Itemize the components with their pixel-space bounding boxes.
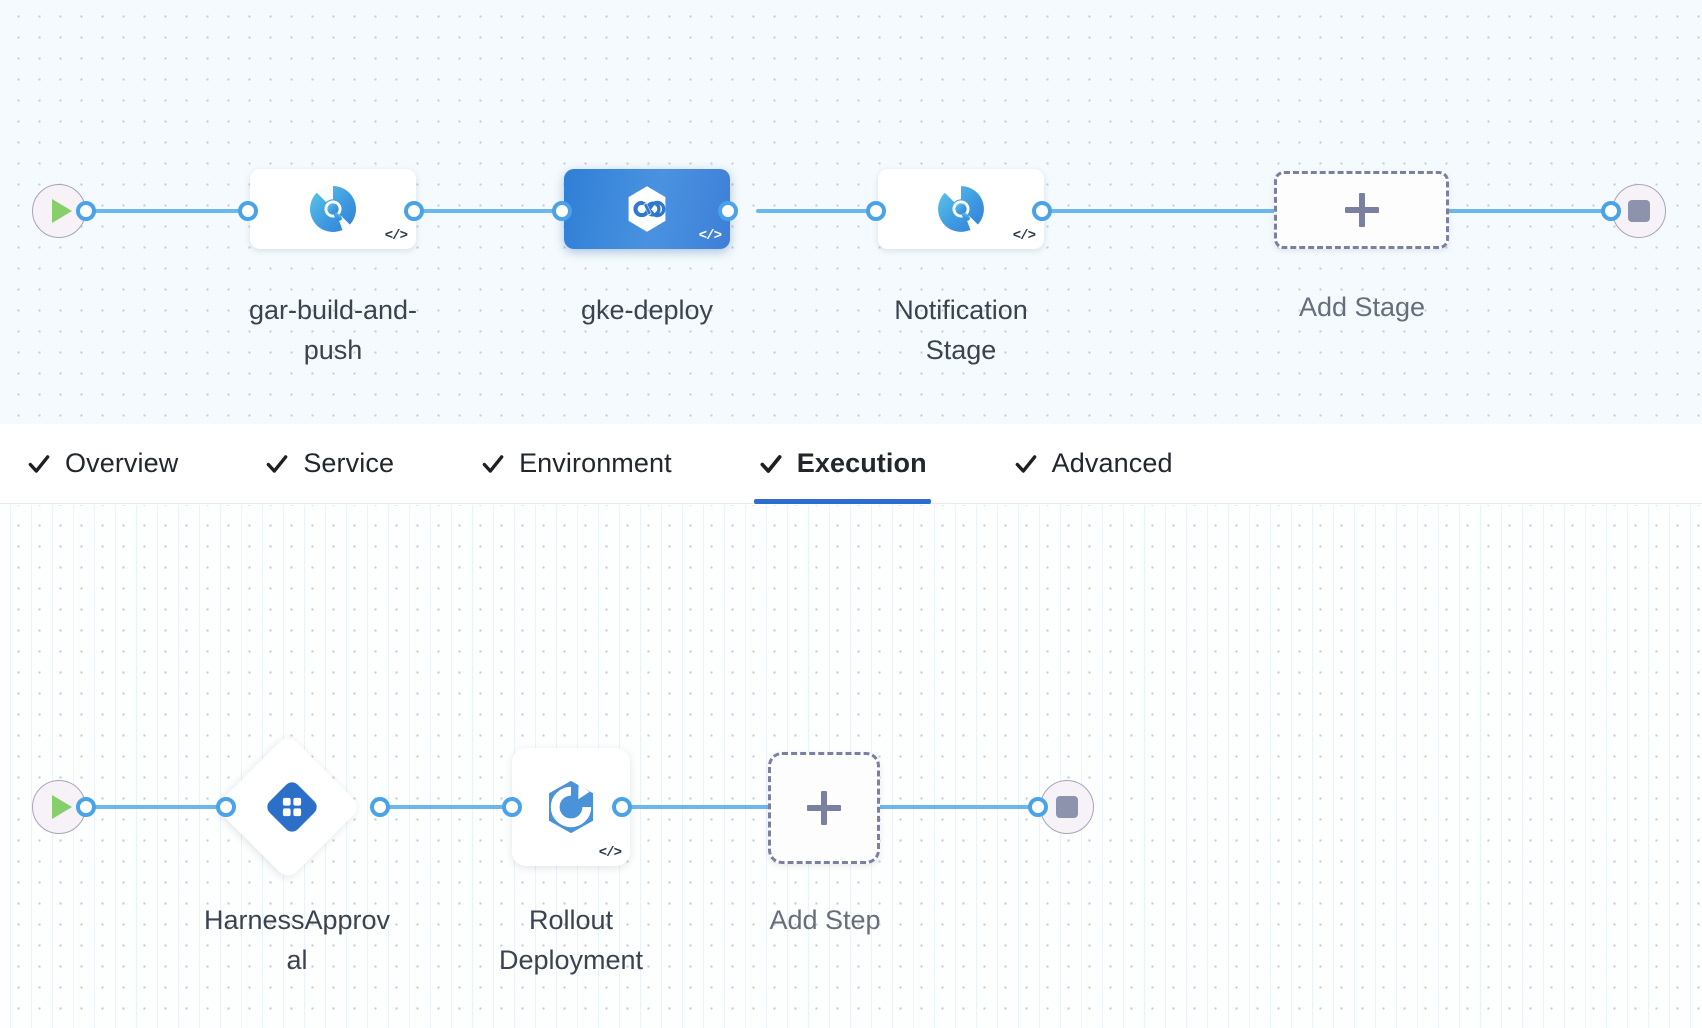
add-stage-button[interactable] xyxy=(1274,171,1449,249)
tab-label: Advanced xyxy=(1051,448,1173,478)
tab-label: Service xyxy=(303,448,395,478)
code-badge: </> xyxy=(384,228,408,244)
active-tab-underline xyxy=(753,498,931,504)
stages-canvas[interactable]: </> gar-build-and- push </> gke-deploy xyxy=(0,0,1702,424)
kubernetes-rollout-icon xyxy=(549,780,593,834)
edge-addstep-to-end xyxy=(878,805,1036,809)
check-icon xyxy=(266,454,288,473)
execution-start-node[interactable] xyxy=(32,780,86,834)
tab-label: Execution xyxy=(796,448,927,478)
add-step-label: Add Step xyxy=(769,905,881,935)
stage-card-gar-build-and-push[interactable]: </> xyxy=(250,169,416,249)
tab-label: Overview xyxy=(65,448,179,478)
harness-ci-icon xyxy=(310,185,356,232)
edge-step1-to-step2 xyxy=(378,805,508,809)
play-icon xyxy=(52,199,72,223)
check-icon xyxy=(28,454,50,473)
connector-dot-stage2-in[interactable] xyxy=(552,201,572,221)
add-step-button[interactable] xyxy=(768,752,880,864)
connector-dot-step1-out[interactable] xyxy=(370,797,390,817)
edge-step2-to-addstep xyxy=(620,805,780,809)
check-icon xyxy=(482,454,504,473)
connector-dot-exec-end-in[interactable] xyxy=(1028,797,1048,817)
execution-steps-canvas[interactable]: HarnessApprov al </> Rollout Deployment … xyxy=(0,505,1702,1028)
code-badge: </> xyxy=(1012,228,1036,244)
tab-label: Environment xyxy=(519,448,672,478)
edge-stage1-to-stage2 xyxy=(400,209,560,213)
add-stage-label: Add Stage xyxy=(1298,292,1426,322)
stage-card-gke-deploy[interactable]: </> xyxy=(564,169,730,249)
connector-dot-exec-start-out[interactable] xyxy=(76,797,96,817)
stage-label-notification-stage: Notification Stage xyxy=(894,295,1028,365)
stage-config-tabs[interactable]: Overview Service Environment Execution A… xyxy=(0,424,1702,504)
execution-end-node[interactable] xyxy=(1040,780,1094,834)
stage-label-gar-build-and-push: gar-build-and- push xyxy=(248,295,418,365)
plus-icon xyxy=(807,791,841,825)
connector-dot-stage3-in[interactable] xyxy=(866,201,886,221)
connector-dot-step2-in[interactable] xyxy=(502,797,522,817)
connector-dot-stage1-in[interactable] xyxy=(238,201,258,221)
connector-dot-start-out[interactable] xyxy=(76,201,96,221)
step-label-harness-approval: HarnessApprov al xyxy=(203,905,391,975)
check-icon xyxy=(1015,454,1037,473)
harness-ci-icon xyxy=(938,185,984,232)
connector-dot-step1-in[interactable] xyxy=(216,797,236,817)
edge-start-to-stage1 xyxy=(84,209,244,213)
harness-approval-icon xyxy=(267,782,317,832)
tab-service[interactable]: Service xyxy=(260,424,398,504)
edge-start-to-step1 xyxy=(84,805,224,809)
connector-dot-stage3-out[interactable] xyxy=(1032,201,1052,221)
edge-stage3-to-addstage xyxy=(1035,209,1275,213)
code-badge: </> xyxy=(598,845,622,861)
stop-icon xyxy=(1056,796,1078,818)
tab-overview[interactable]: Overview xyxy=(22,424,182,504)
connector-dot-end-in[interactable] xyxy=(1601,201,1621,221)
connector-dot-stage2-out[interactable] xyxy=(718,201,738,221)
plus-icon xyxy=(1344,193,1379,227)
play-icon xyxy=(52,795,72,819)
check-icon xyxy=(760,454,782,473)
edge-addstage-to-end xyxy=(1447,209,1607,213)
tab-advanced[interactable]: Advanced xyxy=(1009,424,1177,504)
code-badge: </> xyxy=(698,228,722,244)
step-card-rollout-deployment[interactable]: </> xyxy=(512,748,630,866)
tab-execution[interactable]: Execution xyxy=(753,424,931,504)
stage-label-gke-deploy: gke-deploy xyxy=(580,295,714,325)
connector-dot-stage1-out[interactable] xyxy=(404,201,424,221)
stop-icon xyxy=(1628,200,1650,222)
connector-dot-step2-out[interactable] xyxy=(612,797,632,817)
harness-cd-hexagon-icon xyxy=(628,186,666,232)
edge-stage2-to-stage3 xyxy=(756,209,874,213)
tab-environment[interactable]: Environment xyxy=(476,424,676,504)
stage-card-notification-stage[interactable]: </> xyxy=(878,169,1044,249)
step-label-rollout-deployment: Rollout Deployment xyxy=(498,905,644,975)
